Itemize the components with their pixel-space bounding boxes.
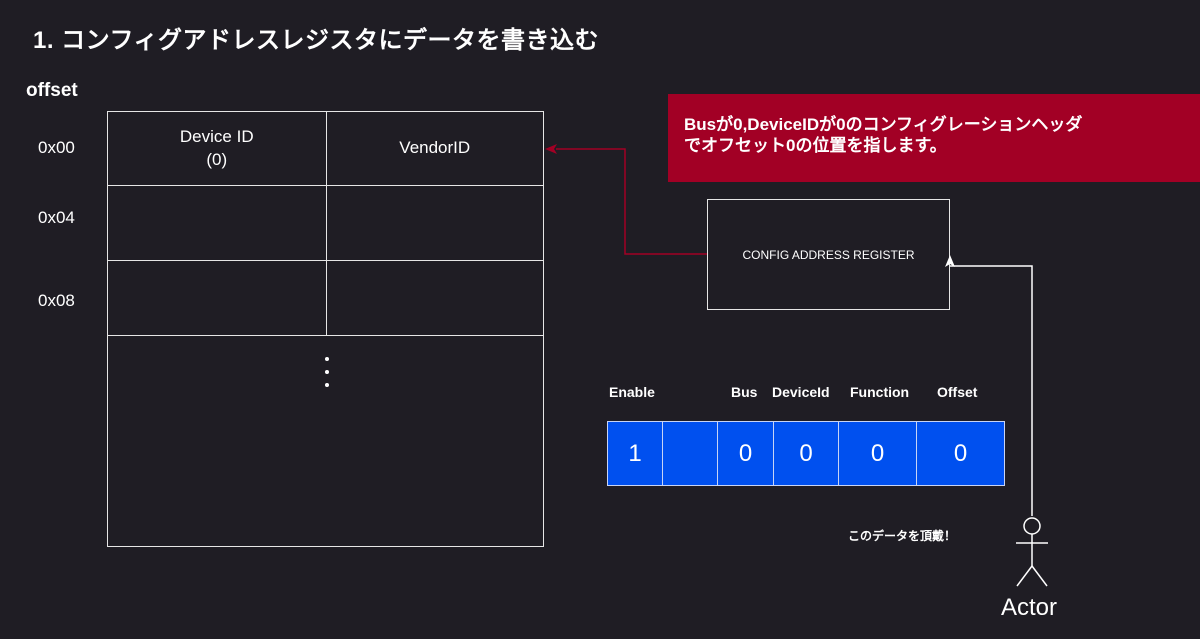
field-reserved-value <box>663 421 718 486</box>
actor-stick-figure-icon <box>1016 517 1048 587</box>
pointer-arrowhead-icon <box>545 144 557 154</box>
config-cell-0x04-low <box>325 186 544 260</box>
actor-arrowhead-icon <box>945 255 955 267</box>
field-device-id-value: 0 <box>774 421 839 486</box>
offset-label-0x08: 0x08 <box>38 291 75 310</box>
address-register-fields: 1 0 0 0 0 <box>607 421 1005 486</box>
field-bus-value: 0 <box>718 421 774 486</box>
device-id-cell: Device ID (0) <box>179 127 254 169</box>
field-label-bus: Bus <box>731 384 758 400</box>
field-function-value: 0 <box>839 421 917 486</box>
pointer-arrow-line <box>556 148 707 255</box>
callout-line-2: でオフセット0の位置を指します。 <box>684 136 947 156</box>
vendor-id-cell: VendorID <box>325 112 544 185</box>
actor-label: Actor <box>1001 594 1058 621</box>
config-address-register-box: CONFIG ADDRESS REGISTER <box>707 199 950 310</box>
field-label-offset: Offset <box>937 384 978 400</box>
vertical-ellipsis-icon <box>325 357 329 387</box>
config-cell-0x08-low <box>325 261 544 335</box>
actor-caption: このデータを頂戴！ <box>848 529 957 543</box>
offset-heading: offset <box>26 80 78 101</box>
config-row-0x04 <box>108 186 543 261</box>
callout-line-1: Busが0,DeviceIDが0のコンフィグレーションヘッダ <box>684 115 1083 134</box>
explanation-callout: Busが0,DeviceIDが0のコンフィグレーションヘッダ でオフセット0の位… <box>668 94 1200 182</box>
continuation-ellipsis <box>324 356 330 390</box>
config-row-0x00: Device ID (0) VendorID <box>108 112 543 186</box>
actor-arrow-line <box>950 265 1033 516</box>
offset-label-0x04: 0x04 <box>38 208 75 227</box>
field-offset-value: 0 <box>917 421 1005 486</box>
field-label-function: Function <box>850 384 910 400</box>
configuration-header-table: Device ID (0) VendorID <box>107 111 544 547</box>
config-row-0x08 <box>108 261 543 336</box>
offset-label-0x00: 0x00 <box>38 138 75 157</box>
field-label-device-id: DeviceId <box>772 384 830 400</box>
register-label: CONFIG ADDRESS REGISTER <box>742 247 915 262</box>
page-title: 1. コンフィグアドレスレジスタにデータを書き込む <box>33 27 599 54</box>
field-label-enable: Enable <box>609 384 655 400</box>
field-enable-value: 1 <box>607 421 663 486</box>
